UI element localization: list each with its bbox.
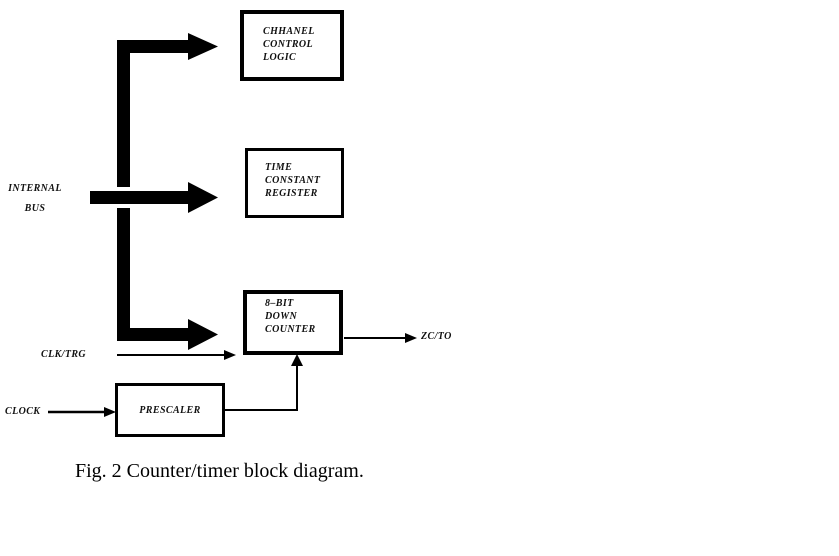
box-label-line: COUNTER [265, 324, 316, 335]
clk-trg-label: CLK/TRG [41, 349, 87, 360]
bus-arrow-to-channel-control-icon [117, 33, 218, 60]
zc-to-label: ZC/TO [421, 331, 452, 342]
bus-arrow-to-counter-icon [117, 319, 218, 350]
bus-vertical-line [117, 40, 130, 341]
time-constant-register-label: TIME CONSTANT REGISTER [265, 161, 341, 200]
down-counter-box: 8–BIT DOWN COUNTER [243, 290, 343, 355]
clock-arrow-icon [48, 407, 116, 417]
box-label-line: LOGIC [263, 52, 297, 63]
internal-bus-label-line1: INTERNAL [8, 183, 62, 194]
time-constant-register-box: TIME CONSTANT REGISTER [245, 148, 344, 218]
channel-control-logic-label: CHHANEL CONTROL LOGIC [263, 25, 340, 64]
box-label-line: REGISTER [265, 188, 318, 199]
box-label-line: CONSTANT [265, 175, 321, 186]
box-label-line: 8–BIT [265, 298, 294, 309]
zc-to-arrow-icon [344, 333, 417, 343]
internal-bus-arrow-icon [90, 182, 218, 213]
internal-bus-label: INTERNAL BUS [0, 179, 70, 218]
box-label-line: DOWN [265, 311, 298, 322]
box-label-line: CONTROL [263, 39, 314, 50]
figure-caption: Fig. 2 Counter/timer block diagram. [75, 460, 364, 482]
prescaler-label: PRESCALER [139, 404, 201, 416]
down-counter-label: 8–BIT DOWN COUNTER [265, 297, 339, 336]
channel-control-logic-box: CHHANEL CONTROL LOGIC [240, 10, 344, 81]
clock-label: CLOCK [5, 406, 41, 417]
internal-bus-label-line2: BUS [24, 202, 46, 214]
clk-trg-arrow-icon [117, 350, 236, 360]
box-label-line: TIME [265, 162, 293, 173]
prescaler-box: PRESCALER [115, 383, 225, 437]
prescaler-to-counter-arrow-icon [225, 354, 303, 411]
box-label-line: CHHANEL [263, 26, 315, 37]
